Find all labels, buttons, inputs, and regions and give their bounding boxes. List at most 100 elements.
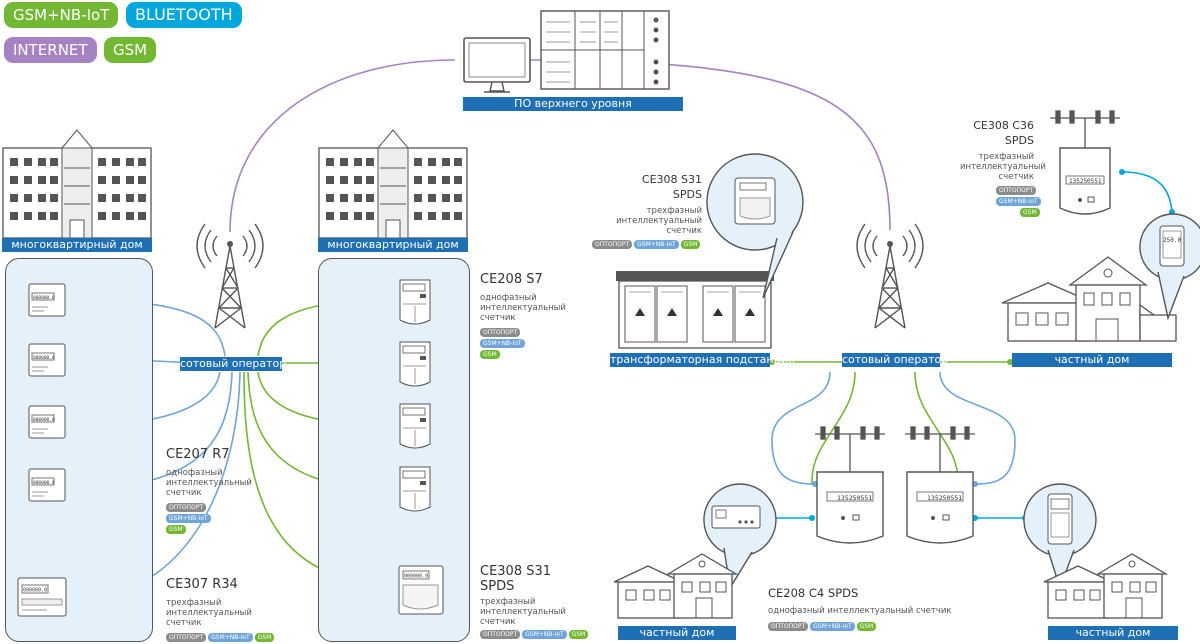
tag-gsm: GSM <box>166 525 186 534</box>
internet-line-left <box>229 59 456 233</box>
tag-gsm: GSM <box>480 350 500 359</box>
ce208s7-meter-1-icon <box>399 279 431 325</box>
ce208s7-tags: ОПТОПОРТ GSM+NB-IoT GSM <box>480 328 566 359</box>
ce308s31-substation-subtitle: SPDS <box>672 188 702 201</box>
ce308s31-meter-icon: 000000.0 <box>398 565 444 615</box>
ce207-meter-3-icon: 000000.0 <box>28 405 66 439</box>
ce307-meter-icon: 000000.0 <box>17 577 67 617</box>
server-rack-icon <box>540 10 670 90</box>
handheld-display-bubble-icon <box>1023 483 1097 591</box>
svg-text:000000.0: 000000.0 <box>33 295 55 301</box>
pole-meter-right-icon <box>905 426 975 544</box>
tag-gsm: GSM <box>856 622 877 631</box>
ce208s7-title: CE208 S7 <box>480 272 543 287</box>
ce308s31-bottom-label: CE308 S31 SPDS трехфазный интеллектуальн… <box>480 564 590 643</box>
apartment-left-label: многоквартирный дом <box>2 238 152 252</box>
ce308c36-subtitle: SPDS <box>1004 134 1034 147</box>
bt-line-c36 <box>1121 171 1173 213</box>
ce308c36-label: CE308 C36 SPDS трехфазный интеллектуальн… <box>960 118 1046 217</box>
pole-meter-left-icon <box>815 426 885 544</box>
ce208s7-meter-2-icon <box>399 341 431 387</box>
gsm-line-bottom-left-meter <box>811 371 856 485</box>
svg-text:000000.0: 000000.0 <box>33 355 55 361</box>
ce308s31-bottom-desc: трехфазный интеллектуальный счетчик <box>480 597 566 627</box>
ce207-meter-4-icon: 000000.0 <box>28 468 66 502</box>
private-house-right-icon <box>1001 256 1177 342</box>
tag-optoport: ОПТОПОРТ <box>592 240 633 249</box>
tag-gsm-nbiot: GSM+NB-IoT <box>208 633 253 642</box>
ce308c36-desc: трехфазный интеллектуальный счетчик <box>960 152 1046 182</box>
ce308c36-tags: ОПТОПОРТ GSM+NB-IoT GSM <box>960 185 1041 217</box>
server-label: ПО верхнего уровня <box>463 97 683 111</box>
ce208s7-label: CE208 S7 однофазный интеллектуальный сче… <box>480 272 566 359</box>
tag-optoport: ОПТОПОРТ <box>480 630 521 639</box>
operator-left-label: сотовый оператор <box>180 357 287 371</box>
substation-label: трансформаторная подстанция <box>610 353 795 367</box>
ce207-meter-2-icon: 000000.0 <box>28 343 66 377</box>
ce308c36-title: CE308 C36 <box>973 119 1034 132</box>
private-house-bottom-left-label: частный дом <box>618 626 736 640</box>
ce207-tags: ОПТОПОРТ GSM+NB-IoT GSM <box>166 503 252 534</box>
apartment-right-meters-panel <box>318 258 470 642</box>
ce308s31-bottom-subtitle: SPDS <box>480 579 515 594</box>
ce208c4-label: CE208 C4 SPDS однофазный интеллектуальны… <box>768 586 952 635</box>
ce308s31-substation-title: CE308 S31 <box>641 173 702 186</box>
tag-gsm-nbiot: GSM+NB-IoT <box>480 339 525 348</box>
private-house-bottom-right-label: частный дом <box>1048 626 1178 640</box>
private-house-right-label: частный дом <box>1012 353 1172 367</box>
svg-text:000000.0: 000000.0 <box>404 574 428 580</box>
pole-meter-left-reading: 135250551 <box>837 494 873 502</box>
tag-gsm-nbiot: GSM+NB-IoT <box>810 622 855 631</box>
legend-bluetooth: BLUETOOTH <box>126 2 242 28</box>
tag-gsm: GSM <box>1020 208 1040 217</box>
tag-optoport: ОПТОПОРТ <box>480 328 521 337</box>
ce207-meter-1-icon: 000000.0 <box>28 283 66 317</box>
ce308s31-substation-label: CE308 S31 SPDS трехфазный интеллектуальн… <box>592 172 702 253</box>
tag-gsm-nbiot: GSM+NB-IoT <box>522 630 567 639</box>
phone-display-reading: 250.0 <box>1163 237 1182 244</box>
svg-text:000000.0: 000000.0 <box>33 417 55 423</box>
tag-gsm-nbiot: GSM+NB-IoT <box>996 197 1041 206</box>
legend-gsm-nbiot: GSM+NB-IoT <box>4 2 119 28</box>
legend-internet: INTERNET <box>4 37 97 63</box>
apartment-right-label: многоквартирный дом <box>318 238 468 252</box>
private-house-bottom-right-icon <box>1043 553 1169 619</box>
nb-line-substation-meter <box>771 371 831 485</box>
ce307-title: CE307 R34 <box>166 577 238 592</box>
ce308s31-bottom-title: CE308 S31 <box>480 564 552 579</box>
tag-gsm-nbiot: GSM+NB-IoT <box>166 514 211 523</box>
tag-gsm: GSM <box>568 630 589 639</box>
ce208c4-desc: однофазный интеллектуальный счетчик <box>768 606 952 616</box>
substation-icon <box>616 271 774 349</box>
operator-right-label: сотовый оператор <box>842 353 949 367</box>
cell-tower-right-icon <box>856 223 924 329</box>
ce207-desc: однофазный интеллектуальный счетчик <box>166 468 252 498</box>
tag-gsm: GSM <box>680 240 701 249</box>
svg-text:000000.0: 000000.0 <box>33 480 55 486</box>
tag-optoport: ОПТОПОРТ <box>166 633 207 642</box>
private-house-bottom-left-icon <box>613 553 739 619</box>
tag-optoport: ОПТОПОРТ <box>166 503 207 512</box>
ce208s7-meter-3-icon <box>399 403 431 449</box>
svg-text:000000.0: 000000.0 <box>23 588 47 594</box>
tag-optoport: ОПТОПОРТ <box>996 186 1037 195</box>
apartment-building-left-icon <box>2 129 152 239</box>
ce308c36-reading: 135250551 <box>1069 178 1102 185</box>
tag-gsm-nbiot: GSM+NB-IoT <box>634 240 679 249</box>
legend-gsm: GSM <box>104 37 157 63</box>
ce207-label: CE207 R7 однофазный интеллектуальный сче… <box>166 447 252 534</box>
ce208c4-title: CE208 C4 SPDS <box>768 586 859 600</box>
nb-line-private-meter <box>939 371 1016 485</box>
gsm-line-bottom-right-meter <box>914 371 959 485</box>
ce307-label: CE307 R34 трехфазный интеллектуальный сч… <box>166 577 276 644</box>
monitor-icon <box>463 37 531 93</box>
ce308s31-substation-desc: трехфазный интеллектуальный счетчик <box>616 206 702 236</box>
ce208s7-desc: однофазный интеллектуальный счетчик <box>480 293 566 323</box>
phone-bubble-icon <box>1139 213 1200 321</box>
ce207-title: CE207 R7 <box>166 447 230 462</box>
apartment-building-right-icon <box>318 129 468 239</box>
substation-meter-bubble-icon <box>706 153 804 299</box>
